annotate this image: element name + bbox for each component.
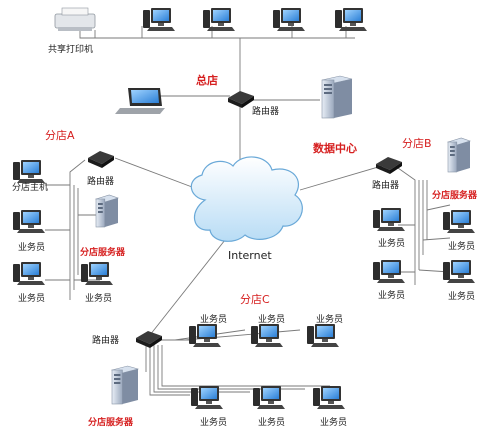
branch-a-staff-label-1: 业务员 bbox=[18, 243, 46, 253]
branch-a-router-icon bbox=[88, 151, 114, 168]
branch-c-staff-pc-icon-2 bbox=[251, 324, 283, 347]
branch-a-staff-label-2: 业务员 bbox=[18, 294, 46, 304]
branch-c-staff-label-1: 业务员 bbox=[200, 315, 228, 325]
branch-a-staff-pc-icon-1 bbox=[13, 210, 45, 233]
branch-a-host-pc-icon bbox=[13, 160, 45, 183]
branch-c-server-label: 分店服务器 bbox=[88, 418, 134, 428]
branch-c-staff-label-5: 业务员 bbox=[258, 418, 286, 428]
branch-b-staff-label-3: 业务员 bbox=[378, 291, 406, 301]
branch-c-staff-pc-icon-6 bbox=[313, 386, 345, 409]
branch-c-staff-label-4: 业务员 bbox=[200, 418, 228, 428]
branch-a-label: 分店A bbox=[45, 129, 75, 142]
branch-c-staff-pc-icon-1 bbox=[189, 324, 221, 347]
branch-a-staff-label-3: 业务员 bbox=[85, 294, 113, 304]
branch-a-staff-pc-icon-3 bbox=[81, 262, 113, 285]
hq-pc-icon-1 bbox=[143, 8, 175, 31]
branch-a-server-icon bbox=[95, 194, 119, 228]
branch-b-staff-label-1: 业务员 bbox=[378, 239, 406, 249]
hq-label: 总店 bbox=[196, 74, 218, 87]
branch-b-server-label: 分店服务器 bbox=[432, 191, 478, 201]
branch-a-router-label: 路由器 bbox=[87, 177, 115, 187]
branch-c-staff-label-3: 业务员 bbox=[316, 315, 344, 325]
branch-a-host-label: 分店主机 bbox=[12, 183, 49, 193]
branch-c-label: 分店C bbox=[240, 293, 270, 306]
branch-b-staff-label-2: 业务员 bbox=[448, 242, 476, 252]
data-center-server-icon bbox=[321, 75, 353, 119]
branch-b-router-icon bbox=[376, 157, 402, 174]
branch-b-staff-pc-icon-2 bbox=[443, 210, 475, 233]
branch-b-staff-label-4: 业务员 bbox=[448, 292, 476, 302]
hq-pc-icon-2 bbox=[203, 8, 235, 31]
branch-c-staff-label-6: 业务员 bbox=[320, 418, 348, 428]
hq-router-icon bbox=[228, 91, 254, 108]
hq-pc-icon-3 bbox=[273, 8, 305, 31]
branch-b-staff-pc-icon-1 bbox=[373, 208, 405, 231]
internet-cloud-icon bbox=[190, 156, 303, 242]
branch-a-staff-pc-icon-2 bbox=[13, 262, 45, 285]
hq-router-label: 路由器 bbox=[252, 107, 280, 117]
internet-label: Internet bbox=[228, 249, 272, 262]
branch-c-staff-pc-icon-3 bbox=[307, 324, 339, 347]
branch-b-router-label: 路由器 bbox=[372, 181, 400, 191]
branch-c-staff-label-2: 业务员 bbox=[258, 315, 286, 325]
branch-a-server-label: 分店服务器 bbox=[80, 248, 126, 258]
branch-c-staff-pc-icon-4 bbox=[191, 386, 223, 409]
branch-c-router-label: 路由器 bbox=[92, 336, 120, 346]
hq-pc-icon-4 bbox=[335, 8, 367, 31]
data-center-label: 数据中心 bbox=[313, 142, 357, 155]
printer-icon bbox=[54, 7, 96, 31]
branch-b-staff-pc-icon-3 bbox=[373, 260, 405, 283]
branch-c-router-icon bbox=[136, 331, 162, 348]
branch-b-label: 分店B bbox=[402, 137, 432, 150]
laptop-icon bbox=[115, 88, 165, 114]
branch-c-staff-pc-icon-5 bbox=[253, 386, 285, 409]
branch-b-server-icon bbox=[447, 137, 471, 173]
branch-b-staff-pc-icon-4 bbox=[443, 260, 475, 283]
shared-printer-label: 共享打印机 bbox=[48, 45, 94, 55]
branch-c-server-icon bbox=[110, 365, 140, 405]
